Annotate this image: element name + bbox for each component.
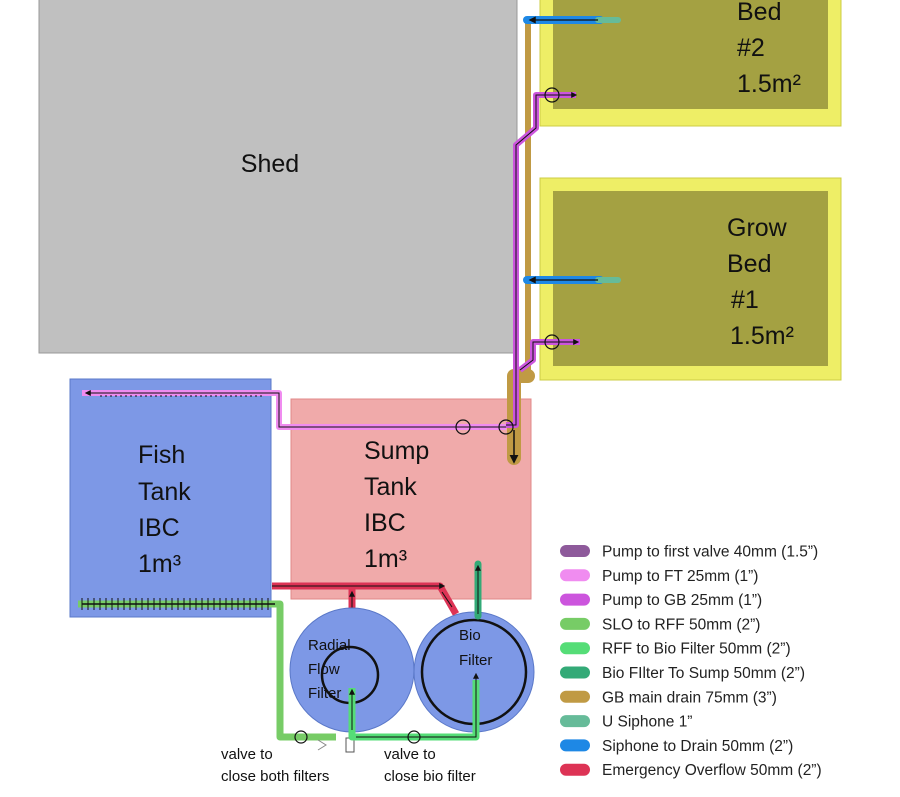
- fish-tank: Fish Tank IBC 1m³: [69, 378, 272, 618]
- pump-to-grow-bed-pipe: [506, 87, 580, 428]
- bio-filter-line-2: Filter: [459, 652, 492, 669]
- legend-label-3: SLO to RFF 50mm (2”): [602, 616, 760, 633]
- legend-label-8: Siphone to Drain 50mm (2”): [602, 738, 793, 755]
- legend: Pump to first valve 40mm (1.5”) Pump to F…: [560, 544, 822, 779]
- legend-label-2: Pump to GB 25mm (1”): [602, 592, 762, 609]
- legend-label-0: Pump to first valve 40mm (1.5”): [602, 544, 818, 561]
- grow-bed-1-line-3: #1: [731, 286, 759, 314]
- fish-tank-line-4: 1m³: [138, 550, 181, 578]
- legend-swatch-1: [560, 569, 590, 582]
- legend-label-4: RFF to Bio Filter 50mm (2”): [602, 641, 791, 658]
- shed: [38, 0, 518, 354]
- sump-tank-line-1: Sump: [364, 437, 429, 465]
- valve-note-bio-line-1: valve to: [384, 746, 436, 763]
- grow-bed-1-line-4: 1.5m²: [730, 322, 794, 350]
- shed-label: Shed: [241, 150, 299, 178]
- bio-filter: Bio Filter: [413, 611, 535, 733]
- legend-swatch-7: [560, 715, 590, 728]
- sump-tank-line-2: Tank: [364, 473, 417, 501]
- legend-swatch-2: [560, 593, 590, 606]
- bio-filter-line-1: Bio: [459, 627, 481, 644]
- slo-to-rff-pipe: [78, 598, 355, 753]
- valve-note-both-line-1: valve to: [221, 746, 273, 763]
- legend-label-6: GB main drain 75mm (3”): [602, 689, 777, 706]
- grow-bed-1-line-2: Bed: [727, 250, 771, 278]
- legend-swatch-4: [560, 642, 590, 655]
- grow-bed-2-line-1: Bed: [737, 0, 781, 26]
- legend-label-7: U Siphone 1”: [602, 714, 692, 731]
- radial-filter-line-1: Radial: [308, 637, 351, 654]
- fish-tank-line-3: IBC: [138, 514, 180, 542]
- radial-filter-line-3: Filter: [308, 685, 341, 702]
- valve-note-both-line-2: close both filters: [221, 768, 329, 785]
- legend-swatch-6: [560, 690, 590, 703]
- rff-to-bio-filter-pipe: [348, 672, 480, 744]
- sump-tank: Sump Tank IBC 1m³: [290, 398, 532, 600]
- legend-swatch-0: [560, 545, 590, 557]
- pump-to-fish-tank-pipe: [82, 390, 514, 435]
- legend-swatch-9: [560, 763, 590, 776]
- legend-label-9: Emergency Overflow 50mm (2”): [602, 762, 822, 779]
- valve-note-bio-line-2: close bio filter: [384, 768, 476, 785]
- fish-tank-line-1: Fish: [138, 441, 185, 469]
- sump-tank-line-4: 1m³: [364, 545, 407, 573]
- legend-swatch-3: [560, 617, 590, 630]
- fish-tank-line-2: Tank: [138, 478, 191, 506]
- legend-swatch-5: [560, 666, 590, 679]
- radial-filter-line-2: Flow: [308, 661, 340, 678]
- grow-bed-2-line-2: #2: [737, 34, 765, 62]
- grow-bed-2-line-3: 1.5m²: [737, 70, 801, 98]
- siphon-to-drain-pipes: [523, 16, 621, 284]
- sump-tank-line-3: IBC: [364, 509, 406, 537]
- emergency-overflow-pipe: [272, 582, 460, 616]
- grow-bed-1-line-1: Grow: [727, 214, 788, 242]
- legend-swatch-8: [560, 739, 590, 752]
- legend-label-1: Pump to FT 25mm (1”): [602, 568, 758, 585]
- legend-label-5: Bio FIlter To Sump 50mm (2”): [602, 665, 805, 682]
